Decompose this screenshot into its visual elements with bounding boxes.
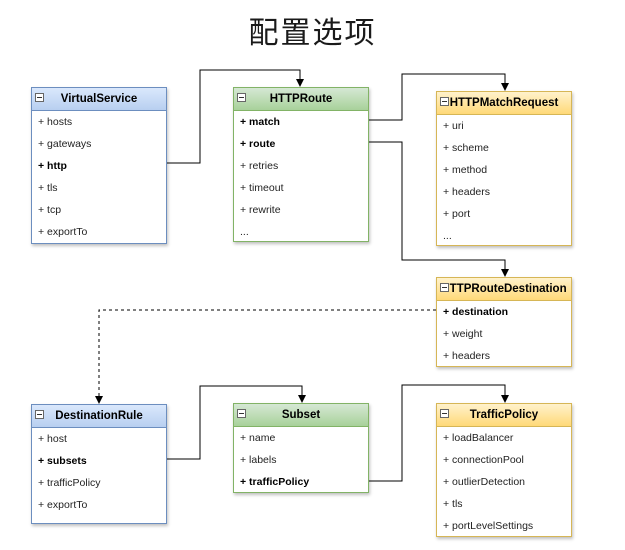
httpmatchrequest-box: HTTPMatchRequest + uri + scheme + method + h… (436, 91, 572, 246)
httproutedestination-field: + destination (443, 306, 509, 318)
trafficpolicy-header: TrafficPolicy (437, 404, 571, 427)
httpmatchrequest-field: + scheme (443, 142, 489, 154)
trafficpolicy-field: + connectionPool (443, 454, 524, 466)
trafficpolicy-field: + portLevelSettings (443, 520, 534, 532)
httpmatchrequest-field: + port (443, 208, 471, 220)
httproute-field: + timeout (240, 182, 284, 194)
collapse-icon[interactable] (237, 93, 246, 102)
virtualservice-field: + gateways (38, 138, 92, 150)
httproutedestination-title: HTTPRouteDestination (441, 283, 567, 295)
trafficpolicy-title: TrafficPolicy (469, 409, 539, 421)
connector-line (369, 384, 509, 482)
trafficpolicy-field: + tls (443, 498, 463, 510)
connector-line (95, 309, 436, 404)
virtualservice-field: + http (38, 160, 67, 172)
subset-header: Subset (234, 404, 368, 427)
trafficpolicy-field: + loadBalancer (443, 432, 514, 444)
subset-field: + labels (240, 454, 277, 466)
httproute-title: HTTPRoute (269, 93, 333, 105)
collapse-icon[interactable] (237, 409, 246, 418)
collapse-icon[interactable] (440, 283, 449, 292)
connector-line (167, 69, 304, 164)
httproutedestination-field: + headers (443, 350, 490, 362)
httproute-field: + match (240, 116, 280, 128)
destinationrule-field: + subsets (38, 455, 87, 467)
httpmatchrequest-field: ... (443, 230, 452, 242)
subset-box: Subset + name + labels + trafficPolicy (233, 403, 369, 493)
connector-line (369, 141, 509, 277)
subset-title: Subset (281, 409, 321, 421)
destinationrule-field: + exportTo (38, 499, 88, 511)
connector-line (167, 385, 306, 460)
httproute-field: + retries (240, 160, 279, 172)
connector-line (369, 73, 509, 121)
httpmatchrequest-field: + headers (443, 186, 490, 198)
collapse-icon[interactable] (35, 410, 44, 419)
httpmatchrequest-field: + method (443, 164, 488, 176)
destinationrule-box: DestinationRule + host + subsets + trafficP… (31, 404, 167, 524)
httproutedestination-field: + weight (443, 328, 483, 340)
virtualservice-box: VirtualService + hosts + gateways + http + t… (31, 87, 167, 244)
trafficpolicy-field: + outlierDetection (443, 476, 526, 488)
subset-field: + name (240, 432, 276, 444)
virtualservice-field: + hosts (38, 116, 73, 128)
httpmatchrequest-title: HTTPMatchRequest (449, 97, 559, 109)
httproute-field: + route (240, 138, 276, 150)
httproute-field: + rewrite (240, 204, 281, 216)
destinationrule-field: + host (38, 433, 67, 445)
trafficpolicy-box: TrafficPolicy + loadBalancer + connectionP… (436, 403, 572, 537)
virtualservice-field: + tls (38, 182, 58, 194)
httproute-header: HTTPRoute (234, 88, 368, 111)
httproutedestination-box: HTTPRouteDestination + destination + weigh… (436, 277, 572, 367)
destinationrule-header: DestinationRule (32, 405, 166, 428)
destinationrule-field: + trafficPolicy (38, 477, 101, 489)
httpmatchrequest-field: + uri (443, 120, 464, 132)
virtualservice-field: + exportTo (38, 226, 88, 238)
subset-field: + trafficPolicy (240, 476, 310, 488)
httproute-field: ... (240, 226, 249, 238)
diagram-title: 配置选项 (248, 16, 377, 51)
virtualservice-header: VirtualService (32, 88, 166, 111)
httpmatchrequest-header: HTTPMatchRequest (437, 92, 571, 115)
collapse-icon[interactable] (440, 409, 449, 418)
virtualservice-field: + tcp (38, 204, 62, 216)
collapse-icon[interactable] (35, 93, 44, 102)
httproute-box: HTTPRoute + match + route + retries + timeou… (233, 87, 369, 242)
httproutedestination-header: HTTPRouteDestination (437, 278, 571, 301)
virtualservice-title: VirtualService (60, 93, 138, 105)
destinationrule-title: DestinationRule (55, 410, 143, 422)
collapse-icon[interactable] (440, 97, 449, 106)
